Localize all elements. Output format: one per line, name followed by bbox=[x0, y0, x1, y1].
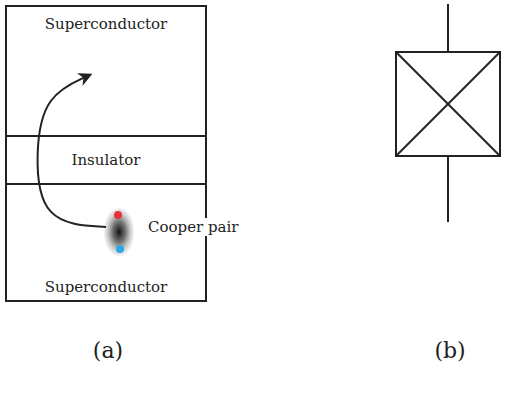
insulator-band: Insulator bbox=[5, 135, 207, 185]
junction-cross bbox=[396, 52, 500, 156]
junction-box bbox=[396, 52, 500, 156]
junction-cross bbox=[396, 52, 500, 156]
electron-red bbox=[114, 211, 122, 219]
superconductor-band: Superconductor bbox=[5, 183, 207, 302]
electron-blue bbox=[116, 245, 124, 253]
region-label: Superconductor bbox=[45, 15, 168, 33]
junction-lead bbox=[447, 4, 449, 52]
cooper-pair-cloud bbox=[104, 208, 134, 256]
panel-label: (a) bbox=[93, 338, 123, 363]
superconductor-band: Superconductor bbox=[5, 5, 207, 137]
callout-label: Cooper pair bbox=[146, 218, 240, 236]
panel-label: (b) bbox=[434, 338, 465, 363]
josephson-junction-symbol bbox=[396, 4, 500, 222]
region-label: Insulator bbox=[72, 151, 141, 169]
region-label: Superconductor bbox=[45, 278, 168, 296]
junction-lead bbox=[447, 156, 449, 222]
